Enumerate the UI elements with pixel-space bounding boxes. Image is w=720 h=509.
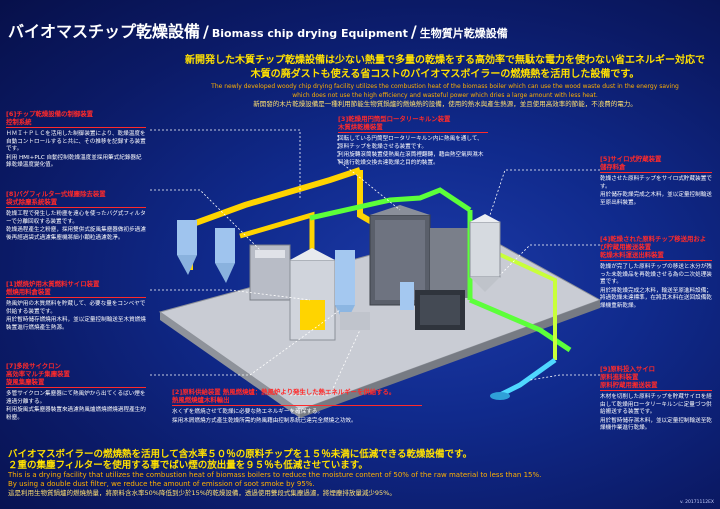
callout-body-cn: 利用旋轉滾筒裝置使熱風在滾筒裡翻轉，藉由熱空氣與濕木料進行乾燥交換去達乾燥之目的… [338,152,484,166]
title-cn: 生物質片乾燥設備 [419,27,508,40]
callout-9-raw-material-silo: [9]原料投入サイロ原料進料裝置原料貯蔵用搬送装置 木材を切削した原料チップを貯… [600,365,712,433]
base-side-left [160,312,300,418]
callout-body-jp: ＨＭＩ＋ＰＬＣを活用した制御装置により、乾燥温度を自動コントロールすると共に、そ… [6,131,146,153]
leader-8 [150,189,261,251]
callout-6-control-system: [6]チップ乾燥設備の制御装置控制系統 ＨＭＩ＋ＰＬＣを活用した制御装置により、… [6,110,146,170]
title-separator-2: / [410,22,417,41]
footer-en-2: By using a double dust filter, we reduce… [8,480,315,488]
callout-heading: [7]多段サイクロン高効率マルチ集塵装置旋風集塵裝置 [6,362,146,388]
intro-en-2: which does not use the high efficiency a… [292,92,598,99]
leader-5 [489,169,600,216]
leader-1 [150,289,311,301]
callout-body-cn: 利用旋風式集塵器裝置來過濾熱風爐燃燒燃燒過程產生的粉塵。 [6,407,146,421]
callout-body-cn: 乾燥過程產生之粉塵，採用雙併式旋風集塵器做初步過濾後再經過袋式過濾集塵機將細小顆… [6,227,146,241]
leader-6 [150,129,301,200]
callout-body-cn: 採用木屑燃燒方式產生乾燥所需的熱風藉由控制系統已達完全燃燒之功效。 [172,417,357,424]
green-pipe-4 [489,248,557,360]
footer-cn: 這是利用生物質鍋爐的燃燒熱量，將原料含水率50%降低到少於15%的乾燥設備，透過… [8,489,396,497]
rotary-unit-panel [420,295,460,325]
version-label: v. 20171112EX [679,500,714,505]
leader-2 [290,329,361,396]
green-pipe-3 [469,297,572,353]
callout-heading: [2]原料供給装置 熱風燃燒爐：熱風炉より発生した熱エネルギーを供給する。熱風燃… [172,388,422,406]
leader-4 [499,244,600,276]
footer-jp-2: ２重の集塵フィルターを使用する事でばい煙の放出量を９５％も低減させています。 [8,460,368,471]
title-en: Biomass chip drying Equipment [211,27,408,40]
cyclone-left [177,220,235,283]
footer-jp-1: バイオマスボイラーの燃焼熱を活用して含水率５０％の原料チップを１５％未満に低減で… [8,449,473,460]
callout-5-silo-storage: [5]サイロ式貯蔵装置儲存料倉 乾燥させた原料チップをサイロ式貯蔵装置です。 用… [600,155,712,207]
fuel-silo [289,248,336,341]
callout-7-multi-cyclone: [7]多段サイクロン高効率マルチ集塵装置旋風集塵裝置 多管サイクロン集塵器にて熱… [6,362,146,422]
callout-heading: [5]サイロ式貯蔵装置儲存料倉 [600,155,712,173]
callout-heading: [8]バグフィルター式煤塵除去装置袋式除塵系統裝置 [6,190,146,208]
callout-2-feed-device: [2]原料供給装置 熱風燃燒爐：熱風炉より発生した熱エネルギーを供給する。熱風燃… [172,388,422,425]
intro-jp-2: 木質の廃ダストも使える省コストのバイオマスボイラーの燃焼熱を活用した設備です。 [250,69,640,80]
callout-body-jp: 乾燥工程で発生した粉塵を遠心を使ったバグ式フィルターで分離回収する装置です。 [6,211,146,225]
callout-3-rotary-kiln: [3]乾燥用円筒型ロータリーキルン装置木質烘乾機裝置 回転している円筒型ロータリ… [338,115,488,167]
callout-heading: [4]乾燥された原料チップ移送用および貯蔵用搬送装置乾燥木料運送出料裝置 [600,235,712,261]
callout-body-jp: 熱風炉用の木質燃料を貯蔵して、必要な量をコンベヤで供給する装置です。 [6,301,146,315]
conveyor-end [490,392,510,400]
callout-8-bag-filter: [8]バグフィルター式煤塵除去装置袋式除塵系統裝置 乾燥工程で発生した粉塵を遠心… [6,190,146,242]
callout-body-jp: 回転している円筒型ロータリーキルン内に熱風を通して、原料チップを乾燥させる装置で… [338,136,483,150]
control-panel [340,312,370,330]
leader-9 [529,374,600,381]
callout-body-jp: 乾燥させた原料チップをサイロ式貯蔵装置です。 [600,176,712,190]
leader-3 [337,135,401,211]
callout-body-jp: 木材を切削した原料チップを貯蔵サイロを経由して乾燥用ロータリーキルンに定量づつ供… [600,394,712,416]
callout-body-cn: 用於儲存乾燥完成之木料，並以定量控制輸送至原出料裝置。 [600,192,712,206]
title-separator: / [203,22,209,41]
callout-body-cn: 用於暫時儲存濕木料，並以定量控制輸送至乾燥機作業進行乾燥。 [600,417,712,432]
callout-heading: [1]燃焼炉用木質燃料サイロ装置燃燒用料倉裝置 [6,280,146,298]
callout-4-transport: [4]乾燥された原料チップ移送用および貯蔵用搬送装置乾燥木料運送出料裝置 乾燥が… [600,235,712,311]
intro-en-1: The newly developed woody chip drying fa… [211,83,679,90]
callout-body-cn: 用於暫時儲存燃燒用木料，並以定量控制輸送至木質燃燒裝置進行燃燒產生熱源。 [6,317,146,331]
cyclone-right [400,282,414,310]
footer-summary: バイオマスボイラーの燃焼熱を活用して含水率５０％の原料チップを１５％未満に低減で… [8,449,568,498]
callout-heading: [3]乾燥用円筒型ロータリーキルン装置木質烘乾機裝置 [338,115,488,133]
base-side-right [300,300,600,418]
bag-filter-top [255,250,285,258]
intro-block: 新開発した木質チップ乾燥設備は少ない熱量で多量の乾燥をする高効率で無駄な電力を使… [180,54,710,109]
footer-en-1: This is a drying facility that utilizes … [8,471,542,479]
callout-body-jp: 水くずを燃焼させて乾燥に必要な熱エネルギーを確保する。 [172,409,324,415]
callout-1-fuel-silo: [1]燃焼炉用木質燃料サイロ装置燃燒用料倉裝置 熱風炉用の木質燃料を貯蔵して、必… [6,280,146,332]
conveyor-blue [498,357,557,398]
yellow-pipe-2 [357,170,374,225]
callout-body-cn: 利用 HMI+PLC 自動控制乾燥溫度並採用筆式紀錄器紀錄乾燥溫度變化值。 [6,154,142,169]
intro-cn: 新開發的木片乾燥設備是一種利用節能生物質鍋爐的燃燒熱的設備，使用的熱水與產生熱源… [253,100,637,108]
title-jp: バイオマスチップ乾燥設備 [8,22,201,41]
page-title: バイオマスチップ乾燥設備/Biomass chip drying Equipme… [8,18,508,42]
green-pipe-1 [309,187,472,221]
callout-body-jp: 乾燥が完了した原料チップの移送と水分が残った未乾燥品を再乾燥させる為の二次処理装… [600,264,712,286]
storage-silo-right [469,214,501,292]
callout-heading: [9]原料投入サイロ原料進料裝置原料貯蔵用搬送装置 [600,365,712,391]
callout-body-cn: 用於將乾燥完成之木料，輸送至原進料設備；將過乾燥未達標準，在將其木料在送回設備乾… [600,287,712,309]
leader-7 [150,309,341,376]
intro-jp-1: 新開発した木質チップ乾燥設備は少ない熱量で多量の乾燥をする高効率で無駄な電力を使… [185,55,705,66]
callout-body-jp: 多管サイクロン集塵器にて熱風炉から出てくるばい煙を遠過分離する。 [6,391,146,405]
callout-heading: [6]チップ乾燥設備の制御装置控制系統 [6,110,146,128]
